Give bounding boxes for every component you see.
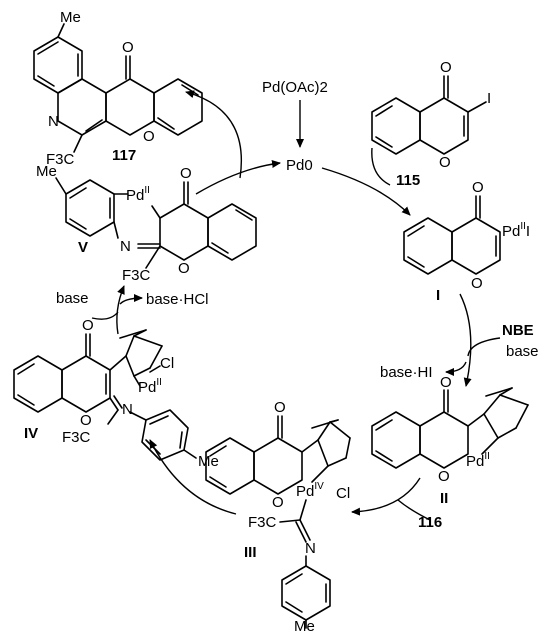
oxygen-ring-115: O [439, 154, 451, 171]
compound-117-structure [33, 23, 203, 153]
intermediate-label-I: I [436, 287, 440, 304]
pd-label-V: PdII [126, 185, 150, 204]
intermediate-label-II: II [440, 490, 448, 507]
nbe-reagent: NBE [502, 322, 534, 339]
base-hcl-byproduct: base·HCl [146, 291, 209, 308]
intermediate-label-IV: IV [24, 425, 38, 442]
oxygen-carbonyl-I: O [472, 179, 484, 196]
base-hi-exit-arrow [445, 361, 467, 376]
nitrogen-label-V: N [120, 238, 131, 255]
compound-115-structure [371, 75, 487, 155]
oxygen-ring-IV: O [80, 412, 92, 429]
oxygen-carbonyl-III: O [274, 399, 286, 416]
oxidative-addition-116-arrow [351, 477, 421, 516]
catalyst-regeneration-arrow [195, 160, 281, 195]
base-reagent-left: base [56, 290, 89, 307]
reagent-116: 116 [418, 514, 442, 531]
product-release-arrow [185, 90, 242, 179]
oxygen-ring-II: O [438, 468, 450, 485]
cmd-deprotonation-arrow [116, 285, 125, 335]
intermediate-IV-structure [13, 329, 197, 461]
pd-label-IV: PdII [138, 377, 162, 396]
oxygen-ring-I: O [471, 275, 483, 292]
iodine-label-115: I [487, 90, 491, 107]
base-hi-byproduct: base·HI [380, 364, 433, 381]
reagent-116-entry-arrow [397, 499, 431, 521]
intermediate-label-V: V [78, 239, 88, 256]
pd0-catalyst: Pd0 [286, 157, 313, 174]
methyl-label-III: Me [294, 618, 315, 635]
compound-label-115: 115 [396, 172, 420, 189]
nitrogen-label-IV: N [122, 401, 133, 418]
norbornene-insertion-arrow [459, 293, 472, 387]
oxygen-carbonyl-115: O [440, 59, 452, 76]
reductive-elimination-arrow [149, 439, 237, 515]
intermediate-III-structure [205, 415, 351, 629]
oxygen-carbonyl-II: O [440, 374, 452, 391]
methyl-label-V: Me [36, 163, 57, 180]
chloride-label-III: Cl [336, 485, 350, 502]
nitrogen-label-117: N [48, 113, 59, 130]
oxygen-carbonyl-IV: O [82, 317, 94, 334]
nbe-entry-arrow [467, 337, 501, 357]
oxygen-ring-117: O [143, 128, 155, 145]
pd-label-I: PdIII [502, 221, 530, 240]
f3c-label-IV: F3C [62, 429, 91, 446]
oxidative-addition-arrow [321, 167, 411, 216]
methyl-label-117: Me [60, 9, 81, 26]
f3c-label-117: F3C [46, 151, 75, 168]
base-reagent-right: base [506, 343, 539, 360]
oxygen-ring-V: O [178, 260, 190, 277]
substrate-115-entry-arrow [371, 147, 391, 186]
pd-oac2-reagent: Pd(OAc)2 [262, 79, 328, 96]
nitrogen-label-III: N [305, 540, 316, 557]
base-entry-arrow-left [91, 311, 119, 320]
oxygen-carbonyl-117: O [122, 39, 134, 56]
intermediate-V-structure [55, 177, 257, 269]
pd-label-II: PdII [466, 451, 490, 470]
intermediate-I-structure [403, 195, 501, 275]
oxygen-ring-III: O [272, 494, 284, 511]
methyl-label-IV: Me [198, 453, 219, 470]
chloride-label-IV: Cl [160, 355, 174, 372]
intermediate-label-III: III [244, 544, 257, 561]
f3c-label-III: F3C [248, 514, 277, 531]
f3c-label-V: F3C [122, 267, 151, 284]
pd-label-III: PdIV [296, 481, 324, 500]
oxygen-carbonyl-V: O [180, 165, 192, 182]
compound-label-117: 117 [112, 147, 136, 164]
intermediate-II-structure [371, 387, 529, 469]
base-hcl-exit-arrow [119, 294, 143, 305]
